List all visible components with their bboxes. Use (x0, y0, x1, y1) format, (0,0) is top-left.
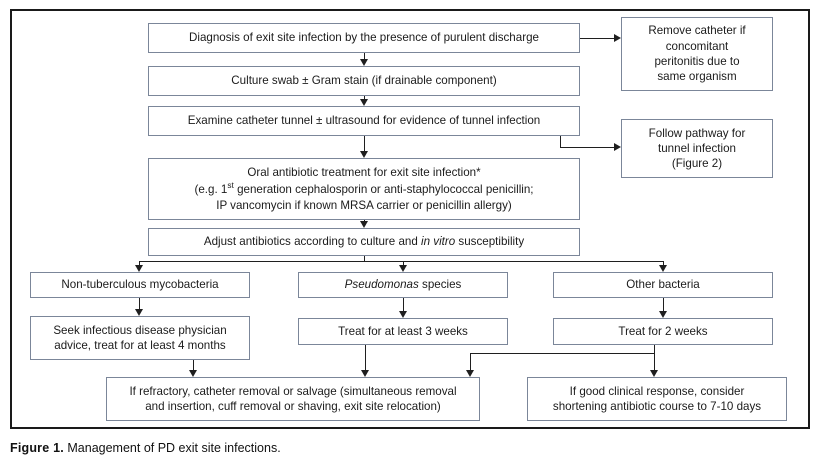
node-good-response[interactable]: If good clinical response, consider shor… (527, 377, 787, 421)
arrowhead-other-to-treat2 (658, 311, 667, 318)
figure-caption-label: Figure 1. (10, 441, 64, 455)
connector-diagnosis-to-remove-catheter (580, 38, 614, 39)
figure-caption-text: Management of PD exit site infections. (63, 441, 281, 455)
connector-mycobacteria-to-seek (139, 298, 140, 309)
node-adjust-antibiotics-label: Adjust antibiotics according to culture … (203, 235, 525, 249)
arrowhead-diagnosis-to-remove-catheter (614, 33, 621, 42)
arrowhead-examine-to-oral (359, 151, 368, 158)
connector-treat2-to-good-response (654, 353, 655, 371)
in-vitro-italic: in vitro (421, 235, 456, 249)
node-follow-pathway-line1: Follow pathway for (648, 126, 746, 140)
connector-treat2-split-bar (470, 353, 655, 354)
node-pseudomonas[interactable]: Pseudomonas species (298, 272, 508, 298)
arrowhead-seek-to-refractory (188, 370, 197, 377)
node-oral-antibiotic-line2: (e.g. 1st generation cephalosporin or an… (194, 180, 534, 197)
node-refractory[interactable]: If refractory, catheter removal or salva… (106, 377, 480, 421)
ordinal-superscript: st (227, 180, 234, 191)
connector-examine-to-follow-vertical (560, 136, 561, 148)
connector-treat2-stem (654, 345, 655, 354)
arrowhead-mycobacteria-to-seek (134, 309, 143, 316)
flowchart-canvas: Diagnosis of exit site infection by the … (30, 17, 787, 421)
connector-adjust-to-mycobacteria (139, 261, 140, 266)
node-remove-catheter-line3: peritonitis due to (654, 55, 740, 68)
node-follow-pathway-line3: (Figure 2) (671, 157, 723, 171)
arrowhead-adjust-to-pseudomonas (398, 265, 407, 272)
arrowhead-adjust-to-mycobacteria (134, 265, 143, 272)
arrowhead-pseudomonas-to-treat3 (398, 311, 407, 318)
connector-culture-to-examine (364, 96, 365, 100)
node-good-response-line2: shortening antibiotic course to 7-10 day… (552, 400, 762, 413)
connector-adjust-to-other-bacteria (663, 261, 664, 266)
node-refractory-line2: and insertion, cuff removal or shaving, … (145, 400, 441, 413)
node-diagnosis[interactable]: Diagnosis of exit site infection by the … (148, 23, 580, 53)
node-refractory-line1: If refractory, catheter removal or salva… (129, 384, 457, 398)
node-adjust-antibiotics[interactable]: Adjust antibiotics according to culture … (148, 228, 580, 256)
arrowhead-diagnosis-to-culture (359, 59, 368, 66)
connector-adjust-split-bar (139, 261, 664, 262)
node-treat-2-weeks[interactable]: Treat for 2 weeks (553, 318, 773, 345)
node-follow-pathway-line2: tunnel infection (658, 141, 736, 155)
connector-examine-to-oral (364, 136, 365, 151)
connector-examine-to-follow-horizontal (560, 147, 614, 148)
connector-other-to-treat2 (663, 298, 664, 311)
node-examine-tunnel-label: Examine catheter tunnel ± ultrasound for… (187, 114, 541, 128)
node-treat-3-weeks[interactable]: Treat for at least 3 weeks (298, 318, 508, 345)
node-other-bacteria-label: Other bacteria (626, 278, 700, 292)
node-treat-3-weeks-label: Treat for at least 3 weeks (338, 324, 468, 338)
arrowhead-treat3-to-refractory (360, 370, 369, 377)
arrowhead-culture-to-examine (359, 99, 368, 106)
node-seek-id-physician[interactable]: Seek infectious disease physician advice… (30, 316, 250, 360)
node-pseudomonas-label: Pseudomonas species (344, 278, 462, 292)
node-remove-catheter-line4: same organism (657, 70, 737, 84)
arrowhead-adjust-to-other-bacteria (658, 265, 667, 272)
node-mycobacteria[interactable]: Non-tuberculous mycobacteria (30, 272, 250, 298)
node-oral-antibiotic-line3: IP vancomycin if known MRSA carrier or p… (216, 198, 512, 212)
node-treat-2-weeks-label: Treat for 2 weeks (618, 324, 708, 338)
arrowhead-treat2-to-refractory (465, 370, 474, 377)
node-culture-swab[interactable]: Culture swab ± Gram stain (if drainable … (148, 66, 580, 96)
node-oral-antibiotic[interactable]: Oral antibiotic treatment for exit site … (148, 158, 580, 220)
node-other-bacteria[interactable]: Other bacteria (553, 272, 773, 298)
node-mycobacteria-label: Non-tuberculous mycobacteria (61, 278, 219, 292)
node-culture-swab-label: Culture swab ± Gram stain (if drainable … (231, 74, 497, 88)
arrowhead-treat2-to-good-response (649, 370, 658, 377)
node-follow-pathway[interactable]: Follow pathway for tunnel infection (Fig… (621, 119, 773, 178)
node-seek-id-physician-line2: advice, treat for at least 4 months (54, 339, 226, 352)
pseudomonas-italic: Pseudomonas (344, 278, 419, 292)
connector-treat2-to-refractory (470, 353, 471, 371)
node-seek-id-physician-line1: Seek infectious disease physician (53, 323, 227, 337)
node-examine-tunnel[interactable]: Examine catheter tunnel ± ultrasound for… (148, 106, 580, 136)
node-oral-antibiotic-line1: Oral antibiotic treatment for exit site … (247, 166, 481, 180)
connector-diagnosis-to-culture (364, 53, 365, 60)
connector-adjust-to-pseudomonas (403, 261, 404, 266)
node-remove-catheter-line2: concomitant (665, 39, 729, 53)
connector-treat3-to-refractory (365, 345, 366, 371)
figure-caption: Figure 1. Management of PD exit site inf… (10, 441, 800, 455)
node-remove-catheter[interactable]: Remove catheter if concomitant peritonit… (621, 17, 773, 91)
arrowhead-oral-to-adjust (359, 221, 368, 228)
node-remove-catheter-line1: Remove catheter if (648, 24, 746, 38)
connector-adjust-stem (364, 256, 365, 262)
node-good-response-line1: If good clinical response, consider (569, 384, 745, 398)
connector-seek-to-refractory (193, 360, 194, 371)
arrowhead-examine-to-follow (614, 142, 621, 151)
connector-pseudomonas-to-treat3 (403, 298, 404, 311)
node-diagnosis-label: Diagnosis of exit site infection by the … (189, 31, 539, 45)
